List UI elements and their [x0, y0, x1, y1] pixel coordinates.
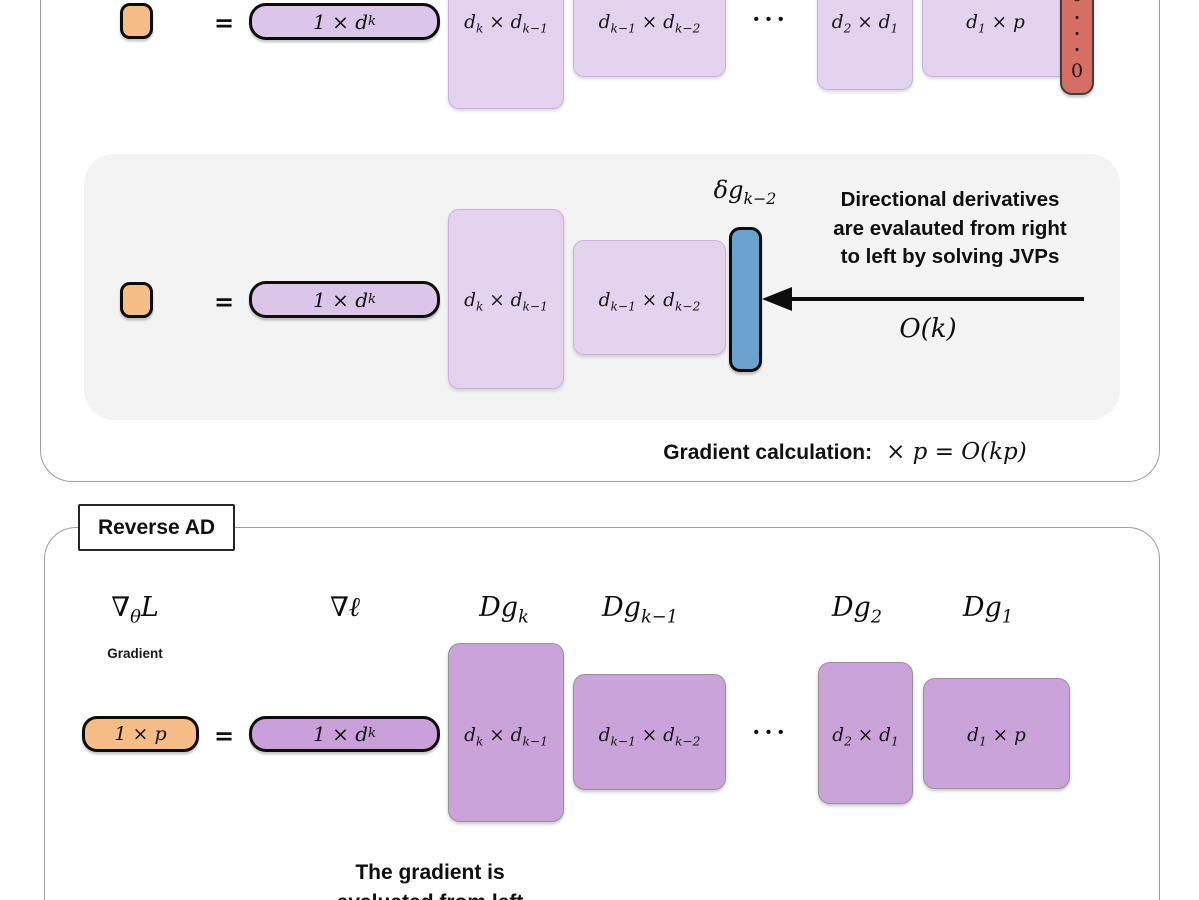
one-hot-vector-bar: 0 • • • 0 — [1060, 0, 1094, 95]
left-arrow-icon — [762, 287, 792, 311]
vjp-note: The gradient is evaluated from left — [337, 861, 524, 900]
jacobian-box: d1 × p — [923, 678, 1070, 789]
jacobian-box: dk × dk−1 — [448, 643, 564, 822]
tangent-vector-bar — [729, 227, 762, 372]
matrix-header: Dgk−1 — [602, 592, 678, 628]
matrix-header: ∇θL — [111, 592, 159, 628]
result-chip — [120, 3, 153, 39]
matrix-header: ∇ℓ — [329, 592, 361, 623]
equals-sign: = — [213, 287, 235, 316]
matrix-header: Dg1 — [962, 592, 1014, 628]
jvp-note: Directional derivatives are evalauted fr… — [833, 188, 1067, 268]
equals-sign: = — [213, 721, 235, 750]
jacobian-box: d2 × d1 — [818, 662, 913, 804]
delta-g-label: δgk−2 — [713, 176, 777, 208]
ellipsis: ••• — [753, 11, 791, 28]
jacobian-box: dk × dk−1 — [448, 0, 564, 109]
gradient-result-pill: 1 × p — [82, 716, 199, 752]
left-arrow-line — [788, 297, 1084, 301]
equals-sign: = — [213, 8, 235, 37]
result-chip — [120, 282, 153, 318]
jacobian-box: d2 × d1 — [817, 0, 913, 90]
jacobian-box: dk−1 × dk−2 — [573, 240, 726, 355]
ellipsis: ••• — [753, 724, 791, 741]
jacobian-box: dk × dk−1 — [448, 209, 564, 389]
gradient-sublabel: Gradient — [107, 646, 163, 661]
matrix-header: Dg2 — [831, 592, 883, 628]
gradient-caption: Gradient calculation:× p = O(kp) — [663, 439, 1027, 465]
jacobian-box: d1 × p — [922, 0, 1069, 77]
reverse-ad-title: Reverse AD — [78, 504, 235, 551]
jacobian-box: dk−1 × dk−2 — [573, 674, 726, 790]
jacobian-box: dk−1 × dk−2 — [573, 0, 726, 77]
matrix-header: Dgk — [479, 592, 529, 628]
complexity-label: O(k) — [899, 314, 957, 344]
